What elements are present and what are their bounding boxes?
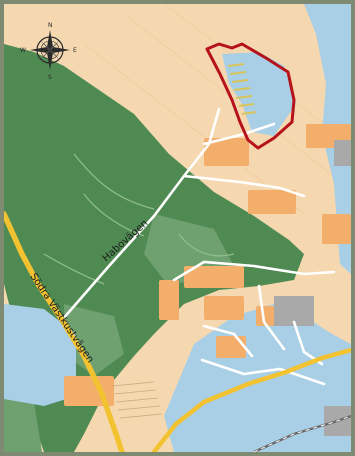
compass-west-label: W [20,47,26,54]
minor-roads [60,107,336,386]
road-sodra-vastkustvagen[interactable] [4,211,125,452]
lake-west [4,304,76,406]
compass-south-label: S [48,74,52,81]
area-boundary-outline[interactable] [205,42,296,150]
compass-east-label: E [73,47,77,54]
river-main [164,304,351,452]
map-canvas[interactable]: N S E W Habovägen Södra Västkustvägen [4,4,351,452]
road-yellow-south[interactable] [151,347,351,452]
compass-north-label: N [48,22,53,29]
development-areas [64,124,351,406]
boundary-hatch [227,63,257,115]
railway-ties [253,415,351,452]
field-rows [111,381,163,419]
compass-rose-icon: N S E W [20,22,77,81]
